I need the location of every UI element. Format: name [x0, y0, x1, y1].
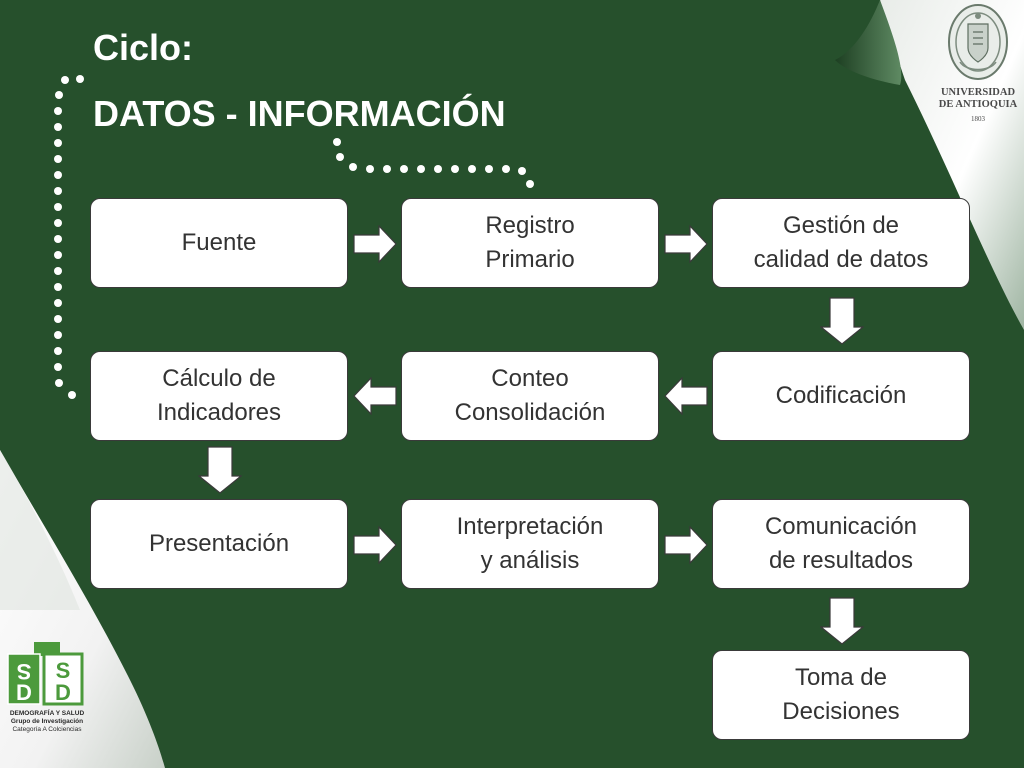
arrow-right-icon	[664, 225, 708, 263]
box-gestion-calidad-label: Gestión de calidad de datos	[753, 212, 929, 273]
arrow-left-icon	[353, 377, 397, 415]
box-interpretacion-label: Interpretación y análisis	[456, 513, 604, 574]
box-fuente-label: Fuente	[181, 229, 257, 257]
box-gestion-calidad: Gestión de calidad de datos	[712, 198, 970, 288]
university-name-line-2: DE ANTIOQUIA	[938, 99, 1018, 111]
box-conteo-consolidacion: Conteo Consolidación	[401, 351, 659, 441]
group-name-line-1: DEMOGRAFÍA Y SALUD	[9, 710, 85, 717]
group-name-line-3: Categoría A Colciencias	[12, 726, 82, 734]
box-conteo-consolidacion-label: Conteo Consolidación	[454, 365, 606, 426]
arrow-down-icon	[820, 597, 864, 645]
group-name-line-2: Grupo de Investigación	[10, 718, 84, 726]
box-codificacion: Codificación	[712, 351, 970, 441]
box-comunicacion-label: Comunicación de resultados	[764, 513, 918, 574]
arrow-left-icon	[664, 377, 708, 415]
box-presentacion-label: Presentación	[148, 530, 290, 558]
box-comunicacion: Comunicación de resultados	[712, 499, 970, 589]
university-year: 1803	[971, 115, 985, 124]
arrow-right-icon	[353, 526, 397, 564]
group-logo-mark-icon: S D S D	[7, 642, 84, 706]
box-calculo-indicadores-label: Cálculo de Indicadores	[156, 365, 282, 426]
box-presentacion: Presentación	[90, 499, 348, 589]
title-line-1: Ciclo:	[93, 27, 194, 68]
svg-text:D: D	[55, 680, 71, 705]
box-registro-primario: Registro Primario	[401, 198, 659, 288]
arrow-down-icon	[820, 297, 864, 345]
arrow-down-icon	[198, 446, 242, 494]
group-logo: S D S D DEMOGRAFÍA Y SALUD Grupo de Inve…	[4, 638, 90, 748]
svg-text:D: D	[16, 680, 32, 705]
title-line-2: DATOS - INFORMACIÓN	[93, 93, 506, 134]
university-seal-icon	[948, 4, 1008, 80]
box-interpretacion: Interpretación y análisis	[401, 499, 659, 589]
svg-text:S: S	[17, 659, 32, 684]
arrow-right-icon	[353, 225, 397, 263]
box-toma-decisiones: Toma de Decisiones	[712, 650, 970, 740]
university-logo: UNIVERSIDAD DE ANTIOQUIA 1803	[932, 2, 1024, 130]
box-registro-primario-label: Registro Primario	[485, 212, 575, 273]
box-calculo-indicadores: Cálculo de Indicadores	[90, 351, 348, 441]
box-toma-decisiones-label: Toma de Decisiones	[782, 664, 900, 725]
box-fuente: Fuente	[90, 198, 348, 288]
university-name-line-1: UNIVERSIDAD	[940, 87, 1016, 98]
arrow-right-icon	[664, 526, 708, 564]
svg-text:S: S	[56, 658, 71, 683]
box-codificacion-label: Codificación	[775, 382, 907, 410]
